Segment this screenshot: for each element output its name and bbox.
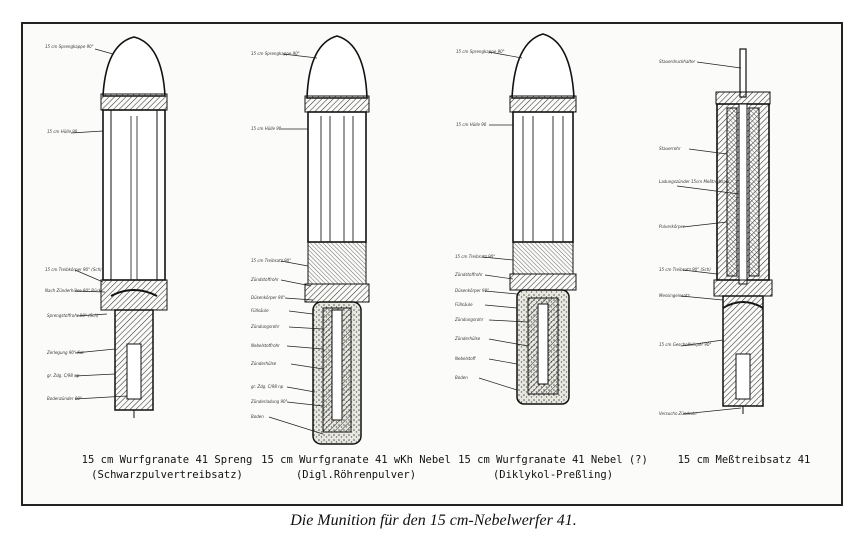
- figure-frame: 15 cm Sprengkappe 90° 15 cm Hülle 90 15 …: [21, 22, 843, 506]
- annotation: 15 cm Treibsatz 90°: [455, 254, 496, 259]
- annotation: 15 cm Hülle 90: [251, 126, 282, 131]
- annotation: 15 cm Treibsatz 90°: [251, 258, 292, 263]
- annotation: Pulverkörper: [659, 224, 685, 229]
- annotation: Düsenkörper 90°: [455, 288, 490, 293]
- annotation: Zünderhülse: [455, 336, 481, 341]
- annotation: Zündstoffrohr: [455, 272, 483, 277]
- annotation: Zündungsrohr: [251, 324, 280, 329]
- shell-2-drawing: [268, 35, 370, 445]
- annotation: 15 cm Sprengkappe 90°: [456, 49, 505, 54]
- shell-2-subtitle: (Digl.Röhrenpulver): [295, 469, 417, 481]
- annotation: 15 cm Treibsatz 90° (Sch): [659, 267, 711, 272]
- annotation: Zündstoffrohr: [251, 277, 279, 282]
- annotation: 15 cm Sprengkappe 90°: [45, 44, 94, 49]
- annotation: Boden: [455, 375, 468, 380]
- annotation: gr. Zdg. C/98 np: [251, 384, 284, 389]
- shell-1-caption: 15 cm Wurfgranate 41 Spreng (Schwarzpulv…: [72, 453, 262, 483]
- annotation: gr. Zdg. C/98 np: [47, 373, 80, 378]
- annotation: Nebelstoff: [455, 356, 476, 361]
- shell-4-drawing: [676, 48, 773, 415]
- figure-caption: Die Munition für den 15 cm-Nebelwerfer 4…: [290, 512, 577, 529]
- annotation: Ladungszünder 15cm Meßtreibsatz: [659, 179, 730, 184]
- annotation: 15 cm Geschoßkörper 90°: [659, 342, 712, 347]
- shell-cross-section-drawing: [70, 33, 773, 445]
- shell-3-caption: 15 cm Wurfgranate 41 Nebel (?) (Diklykol…: [453, 453, 653, 483]
- annotation: 15 cm Hülle 90: [456, 122, 487, 127]
- shell-3-subtitle: (Diklykol-Preßling): [492, 469, 614, 481]
- shell-3-title: 15 cm Wurfgranate 41 Nebel (?): [458, 454, 648, 466]
- annotation: 15 cm Hülle 90: [47, 129, 78, 134]
- annotation: Nach Zünderhülse 90° Rück: [45, 288, 102, 293]
- annotation: Sprengstoffrohr 90° (Sch): [47, 313, 99, 318]
- annotation: Stauerrohr: [659, 146, 681, 151]
- annotation: Zünderladung 90°: [251, 399, 288, 404]
- annotation: Messingeinsatz: [659, 293, 690, 298]
- shell-2-title: 15 cm Wurfgranate 41 wKh Nebel: [261, 454, 451, 466]
- shell-1-title: 15 cm Wurfgranate 41 Spreng: [81, 454, 253, 466]
- shell-3-drawing: [478, 33, 577, 405]
- annotation: Füllsäule: [251, 308, 269, 313]
- shell-4-caption: 15 cm Meßtreibsatz 41: [659, 453, 829, 468]
- annotation: Boden: [251, 414, 264, 419]
- annotation: Versuchs-Zündrohr: [659, 411, 698, 416]
- annotation: 15 cm Treibkörper 90° (Sch): [45, 267, 102, 272]
- annotation: Nebelstoffrohr: [251, 343, 280, 348]
- annotation: Düsenkörper 90°: [251, 295, 286, 300]
- shell-4-title: 15 cm Meßtreibsatz 41: [677, 454, 811, 466]
- annotation: Zerlegung 90° Kat: [47, 350, 84, 355]
- annotation: Stauerdruckhalter: [659, 59, 696, 64]
- annotation: 15 cm Sprengkappe 90°: [251, 51, 300, 56]
- annotation: Bodenzünder 90°: [47, 396, 82, 401]
- annotation: Zündungsrohr: [455, 317, 484, 322]
- shell-1-subtitle: (Schwarzpulvertreibsatz): [91, 469, 243, 481]
- shell-2-caption: 15 cm Wurfgranate 41 wKh Nebel (Digl.Röh…: [251, 453, 461, 483]
- shell-1-drawing: [70, 36, 168, 418]
- annotation: Füllsäule: [455, 302, 473, 307]
- annotation: Zünderhülse: [251, 361, 277, 366]
